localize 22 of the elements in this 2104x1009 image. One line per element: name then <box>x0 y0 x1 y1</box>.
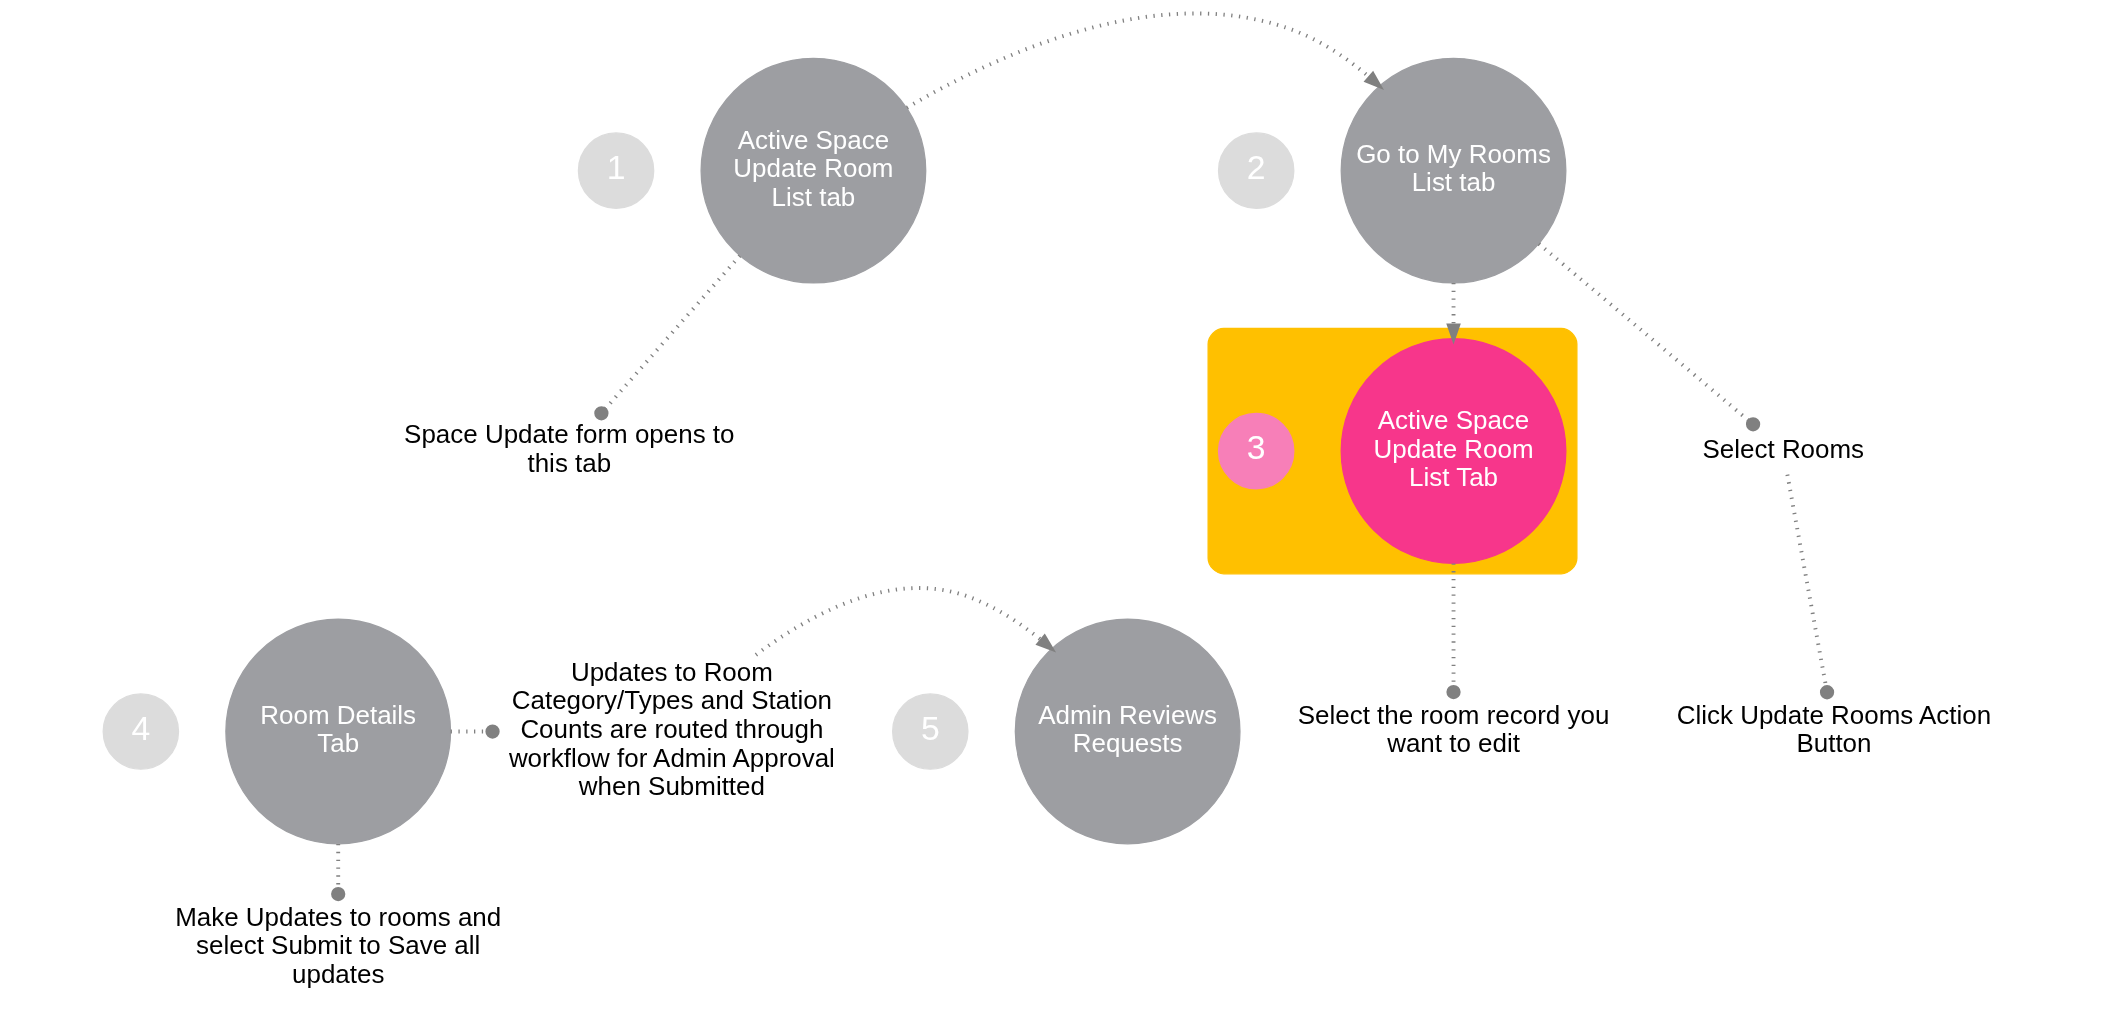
connector <box>450 724 500 739</box>
node-circle: Room Details Tab <box>225 618 452 845</box>
node-circle: Active Space Update Room List Tab <box>1340 338 1567 565</box>
node-text: Updates to Room Category/Types and Station Counts are routed through workflow for Admin Approval when Submitted <box>508 656 835 802</box>
node-circle: Active Space Update Room List tab <box>700 57 927 284</box>
arrow <box>754 586 1057 657</box>
arrow <box>1446 282 1461 345</box>
node-circle: 3 <box>1217 412 1295 490</box>
node-text: Select the room record you want to edit <box>1297 699 1610 759</box>
node-circle: Go to My Rooms List tab <box>1340 57 1567 284</box>
node-text: Space Update form opens to this tab <box>404 419 735 478</box>
connector <box>1537 242 1761 432</box>
arrow <box>905 11 1385 110</box>
node-text: Select Rooms <box>1702 433 1865 464</box>
connector <box>1446 563 1461 700</box>
connector <box>331 844 346 902</box>
cluster <box>1207 327 1578 575</box>
node-text: Make Updates to rooms and select Submit to Save all updates <box>175 901 502 989</box>
connector <box>594 254 742 421</box>
node-text: Click Update Rooms Action Button <box>1676 699 1992 759</box>
node-circle: Admin Reviews Requests <box>1014 618 1241 845</box>
connector <box>1785 474 1835 700</box>
